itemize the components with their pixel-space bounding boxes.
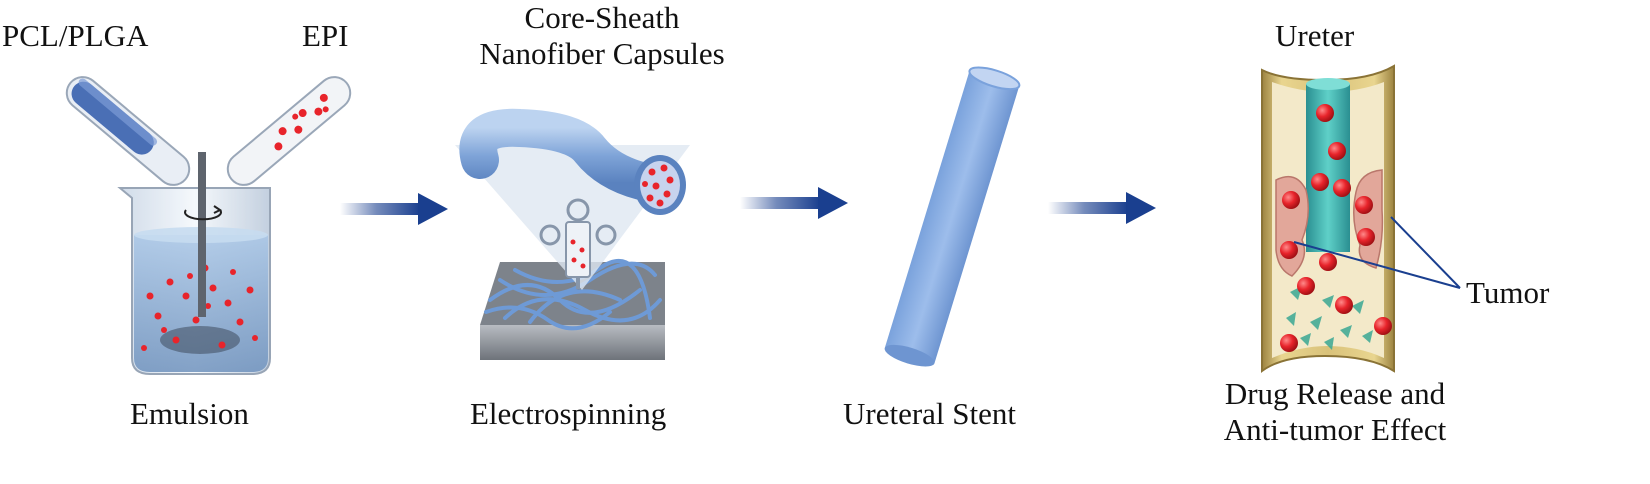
stent-icon: [884, 66, 1021, 367]
nanofiber-capsule-icon: [459, 108, 686, 215]
fiber-mat-icon: [480, 259, 665, 360]
label-core-sheath-line1: Core-Sheath: [524, 0, 680, 35]
label-electrospinning: Electrospinning: [470, 396, 667, 431]
label-drug-release-line2: Anti-tumor Effect: [1223, 411, 1447, 447]
arrow-right-icon: [340, 193, 448, 225]
arrow-right-icon: [1048, 192, 1156, 224]
label-ureteral-stent: Ureteral Stent: [843, 396, 1017, 431]
stirrer-icon: [184, 152, 222, 317]
label-drug-release: Drug Release and Anti-tumor Effect: [1180, 376, 1490, 447]
arrow-right-icon: [740, 187, 848, 219]
beaker-icon: [117, 187, 271, 375]
label-drug-release-line1: Drug Release and: [1224, 376, 1446, 411]
syringe-icon: [539, 198, 617, 289]
label-epi: EPI: [302, 18, 349, 53]
drug-particles: [1280, 104, 1392, 352]
label-pcl-plga: PCL/PLGA: [2, 18, 149, 53]
ureter-section-icon: [1261, 64, 1395, 373]
vial-icon: [226, 76, 352, 186]
label-core-sheath: Core-Sheath Nanofiber Capsules: [452, 0, 752, 71]
label-ureter: Ureter: [1275, 18, 1355, 53]
label-emulsion: Emulsion: [130, 396, 249, 431]
label-core-sheath-line2: Nanofiber Capsules: [479, 35, 725, 71]
tumor-pointer-lines: [1293, 216, 1461, 289]
vial-icon: [65, 76, 191, 186]
label-tumor: Tumor: [1466, 275, 1550, 310]
